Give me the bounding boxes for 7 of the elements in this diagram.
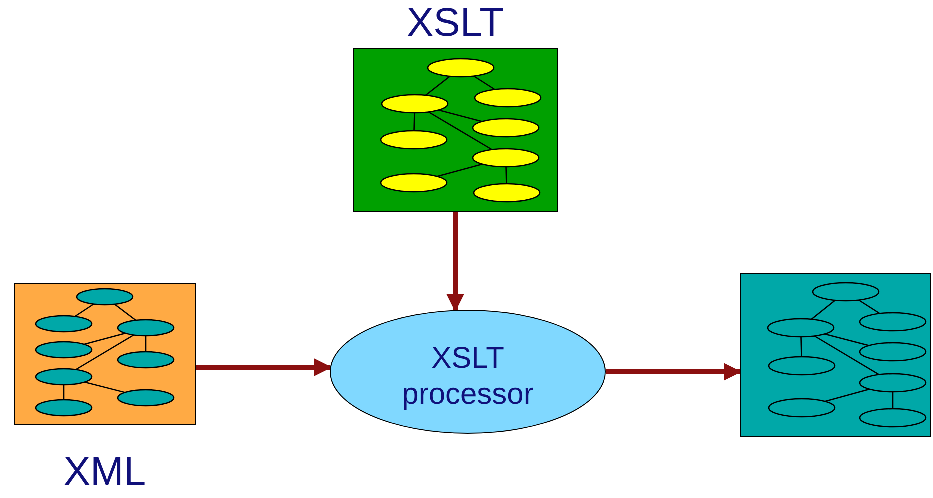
heading: XSLT xyxy=(406,3,504,43)
process-label: XSLT processor xyxy=(401,341,535,413)
arrow xyxy=(606,363,742,381)
arrow xyxy=(446,212,464,312)
heading: XML xyxy=(64,452,146,492)
arrow xyxy=(196,358,332,376)
output-tree-box xyxy=(740,273,931,437)
